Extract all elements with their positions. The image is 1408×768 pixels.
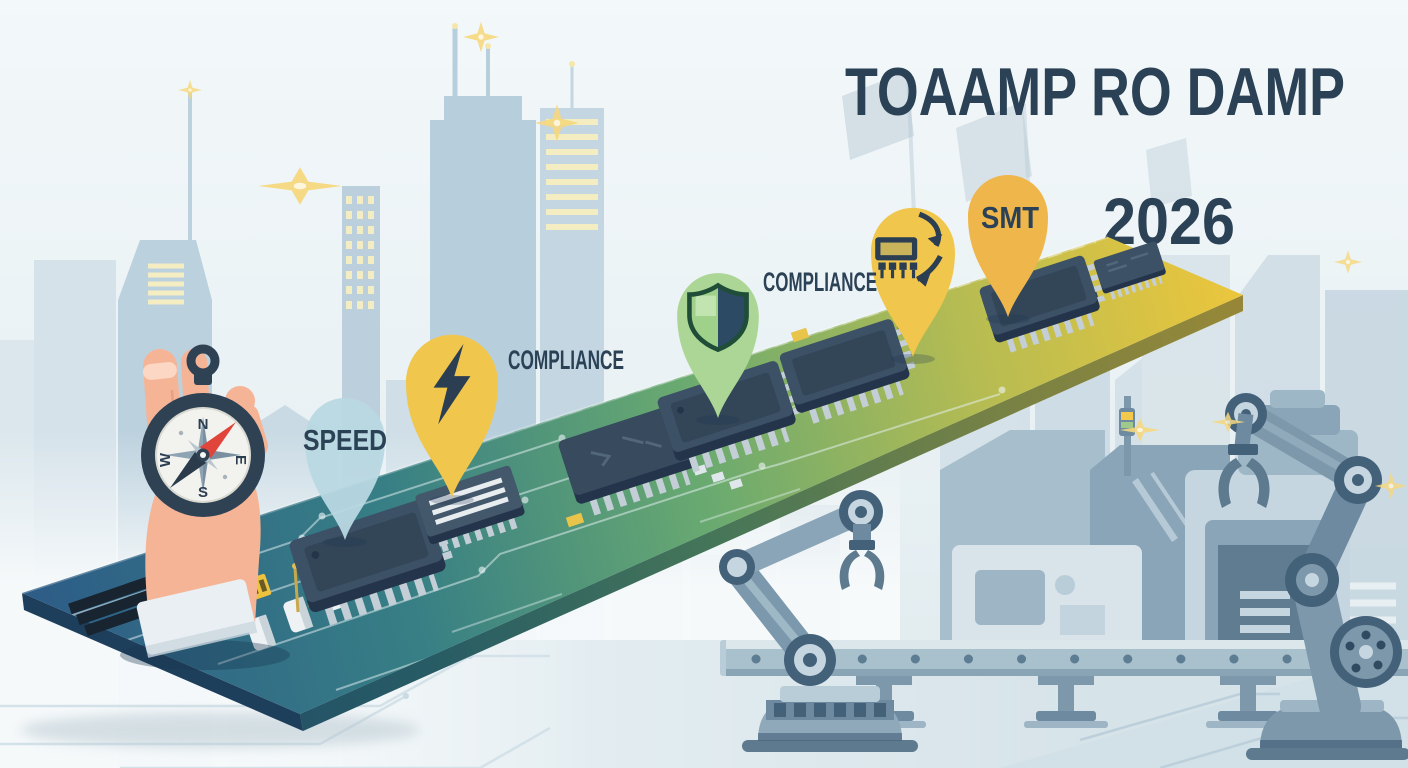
- speed-label: SPEED: [303, 425, 387, 457]
- gripper-collar: [849, 540, 875, 550]
- board-shadow: [20, 712, 420, 748]
- conveyor-leg: [1024, 676, 1108, 728]
- compass-west-label: W: [157, 452, 174, 467]
- smt-label: SMT: [981, 200, 1039, 235]
- hand-holding-compass: N S W E: [120, 344, 290, 670]
- building-windows: [148, 263, 184, 305]
- gold-chip-component: [565, 512, 585, 528]
- compass-needle-south: [170, 452, 206, 488]
- robot-arm-right: [1218, 393, 1408, 760]
- compliance-label-2: COMPLIANCE: [763, 267, 877, 297]
- milestone-pin-power: [406, 334, 498, 498]
- milestone-pin-compliance: [677, 273, 759, 418]
- gripper-claw: [839, 550, 860, 590]
- pick-and-place-icon: [875, 211, 943, 287]
- gripper-claw: [1218, 458, 1242, 508]
- gripper-claw: [864, 550, 885, 590]
- microchip: [289, 499, 454, 626]
- robot-arm-left: [719, 490, 918, 752]
- compass-north-label: N: [198, 416, 209, 433]
- shield-icon: [687, 282, 749, 353]
- microchip: [979, 255, 1106, 353]
- microchip: [1093, 241, 1166, 300]
- microchip: [558, 404, 697, 516]
- gripper-collar: [1228, 444, 1258, 455]
- microchip: [657, 361, 803, 473]
- compass-needle-north: [200, 422, 236, 458]
- lightning-icon: [433, 343, 471, 425]
- compliance-label-1: COMPLIANCE: [508, 345, 624, 375]
- gripper-claw: [1246, 458, 1270, 508]
- capacitor: [283, 596, 314, 633]
- compass: N S W E: [141, 344, 265, 517]
- compass-east-label: E: [232, 455, 249, 465]
- microchip: [779, 319, 917, 424]
- microchip: [415, 465, 525, 553]
- building-windows: [1338, 582, 1396, 641]
- roadmap-title: TOAAMP RO DAMP: [845, 54, 1345, 130]
- shirt-cuff: [136, 579, 258, 658]
- compass-south-label: S: [198, 484, 208, 501]
- gold-chip-component: [790, 327, 810, 343]
- milestone-pin-assembly: [871, 207, 955, 357]
- milestone-pins: [305, 175, 1048, 547]
